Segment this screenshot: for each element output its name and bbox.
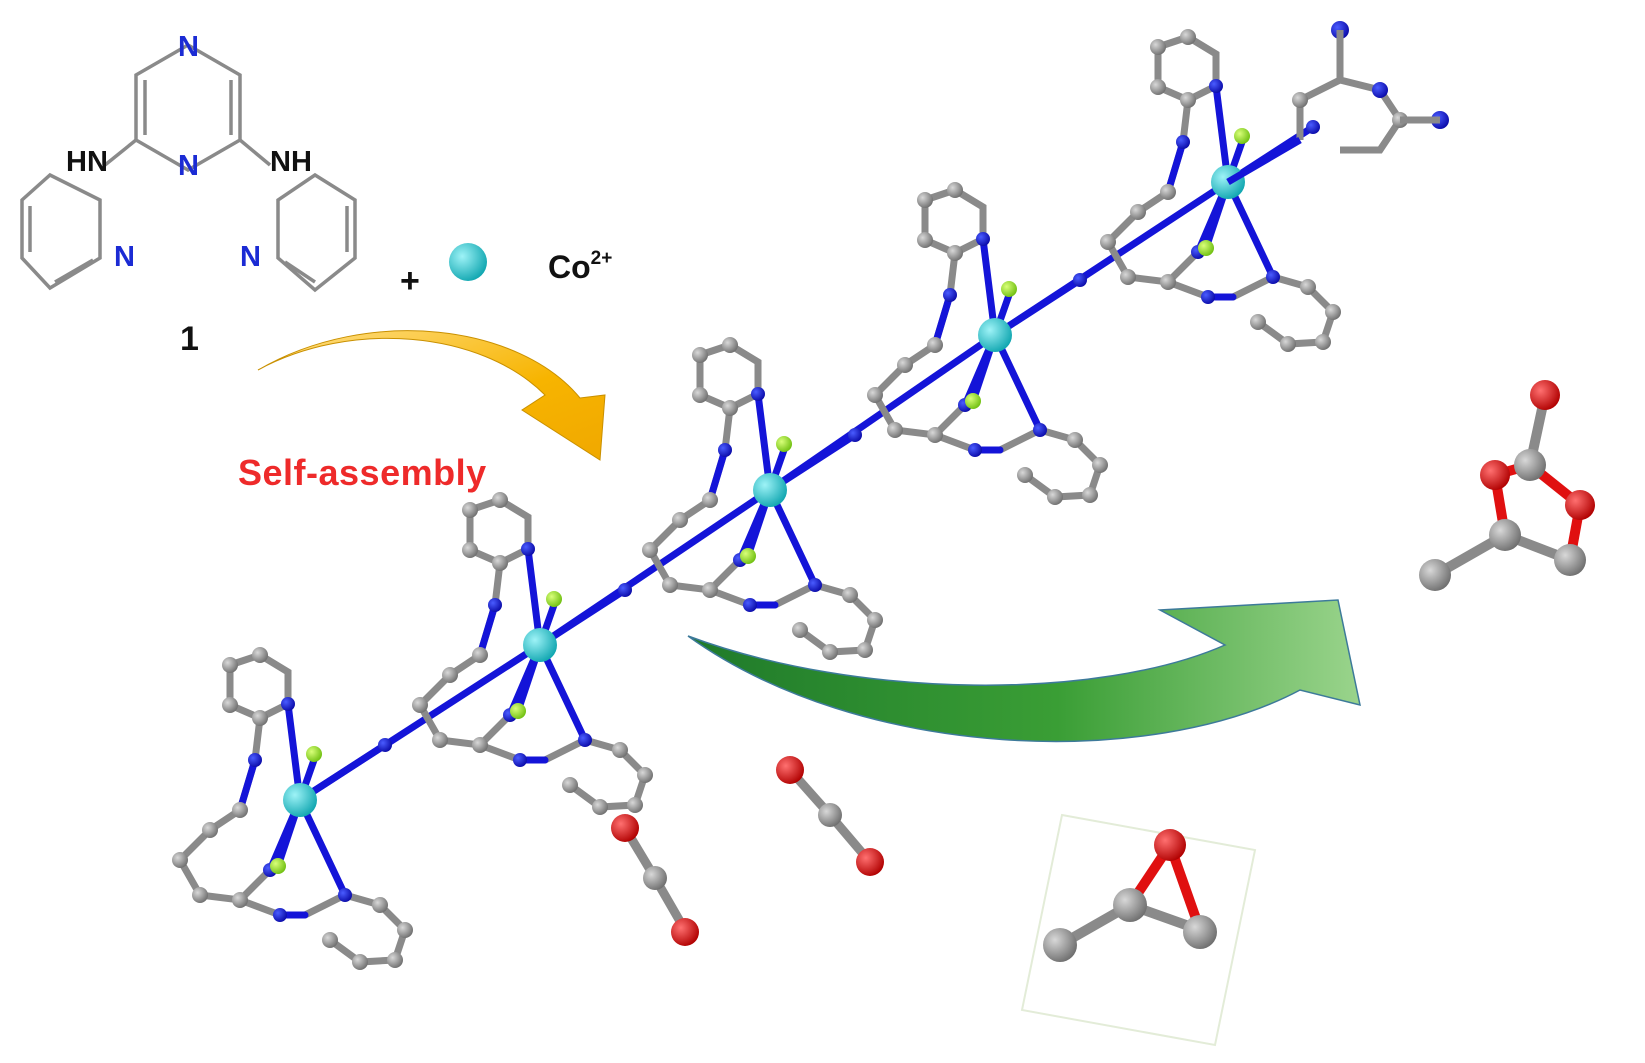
chain-unit-5 [1100,29,1341,352]
chain-unit-4 [867,182,1108,505]
catalysis-arrow [687,599,1361,743]
cobalt-symbol: Co [548,249,591,285]
self-assembly-arrow [257,330,606,461]
atom-label-n-left-ring: N [114,241,135,273]
propylene-oxide-molecule [1020,813,1257,1047]
atom-label-n-center: N [178,150,199,182]
chain-unit-2 [412,492,653,815]
atom-label-n-right-ring: N [240,241,261,273]
plus-sign: + [400,262,420,300]
ligand-atom-labels: N N HN NH N N [66,31,312,273]
chain-unit-1 [172,647,413,970]
ligand-number-label: 1 [180,320,199,358]
propylene-carbonate-molecule [1419,380,1595,591]
cobalt-ion-icon [449,243,487,281]
chain-unit-3 [642,337,883,660]
co2-molecule-2 [776,756,884,876]
atom-label-hn: HN [66,146,108,178]
atom-label-nh: NH [270,146,312,178]
coordination-chain [172,21,1449,970]
atom-label-n-top: N [178,31,199,63]
self-assembly-label: Self-assembly [238,452,487,493]
cobalt-ion-label: Co2+ [548,248,612,286]
ligand-structure [20,42,357,293]
cobalt-charge: 2+ [590,248,613,269]
co2-molecule-1 [611,814,699,946]
